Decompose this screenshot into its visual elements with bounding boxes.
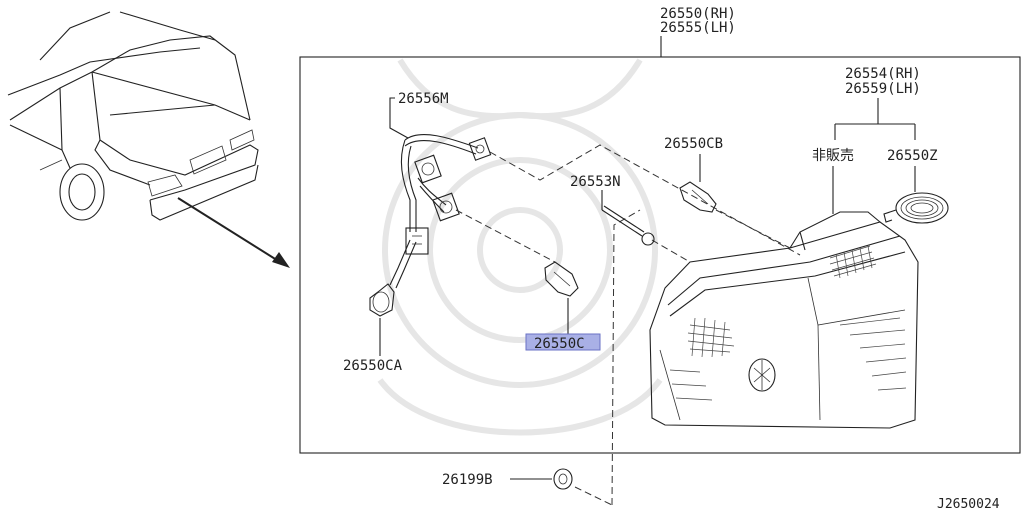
- nut-part: [553, 468, 573, 490]
- socket-top: [468, 137, 492, 161]
- diagram-code: J2650024: [937, 497, 1000, 511]
- wiring-harness: [389, 133, 492, 289]
- pointer-arrow: [177, 197, 290, 268]
- label-seal: 26550Z: [887, 148, 938, 164]
- seal-coil: [883, 192, 949, 224]
- harness-connector: [405, 227, 429, 255]
- label-nut: 26199B: [442, 472, 493, 488]
- screw-part: [601, 205, 655, 246]
- watermark-emblem: [377, 58, 663, 436]
- label-bulb-ca: 26550CA: [343, 358, 403, 374]
- lens-leader: [834, 98, 916, 140]
- label-assy-lh: 26555(LH): [660, 20, 736, 36]
- tail-lamp-lens: [649, 211, 919, 429]
- label-bulb-c[interactable]: 26550C: [534, 336, 585, 352]
- label-assy-rh: 26550(RH): [660, 6, 736, 22]
- socket-upper: [414, 154, 442, 184]
- bulb-cb: [679, 181, 717, 213]
- bulb-ca: [369, 283, 395, 317]
- bulb-c-highlight[interactable]: [525, 333, 601, 351]
- label-bulb-cb: 26550CB: [664, 136, 723, 152]
- label-lens-lh: 26559(LH): [845, 81, 921, 97]
- dashed-guides: [455, 144, 801, 506]
- assembly-frame: [299, 56, 1021, 454]
- car-illustration: [7, 11, 259, 221]
- bulb-c: [544, 261, 579, 297]
- label-not-sold: 非販売: [812, 148, 854, 164]
- label-screw: 26553N: [570, 174, 621, 190]
- label-lens-rh: 26554(RH): [845, 66, 921, 82]
- socket-lower: [432, 192, 460, 222]
- harness-leader: [389, 97, 409, 139]
- label-harness: 26556M: [398, 91, 449, 107]
